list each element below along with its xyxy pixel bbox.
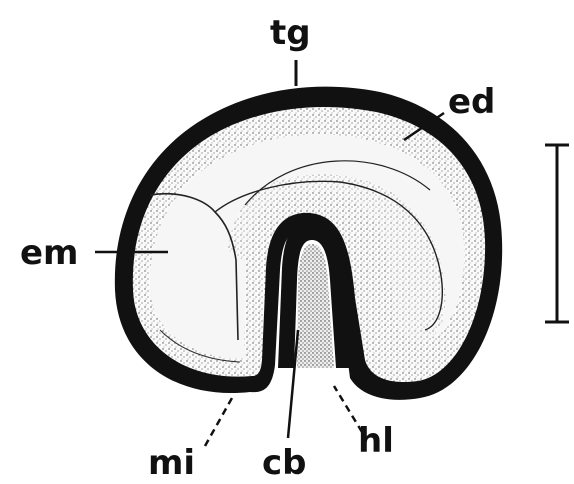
label-em: em (20, 233, 79, 273)
label-cb: cb (262, 443, 307, 483)
label-hl: hl (358, 421, 394, 461)
label-ed: ed (448, 82, 495, 122)
leader-mi (205, 398, 232, 446)
label-tg: tg (270, 13, 311, 53)
label-mi: mi (148, 443, 195, 483)
